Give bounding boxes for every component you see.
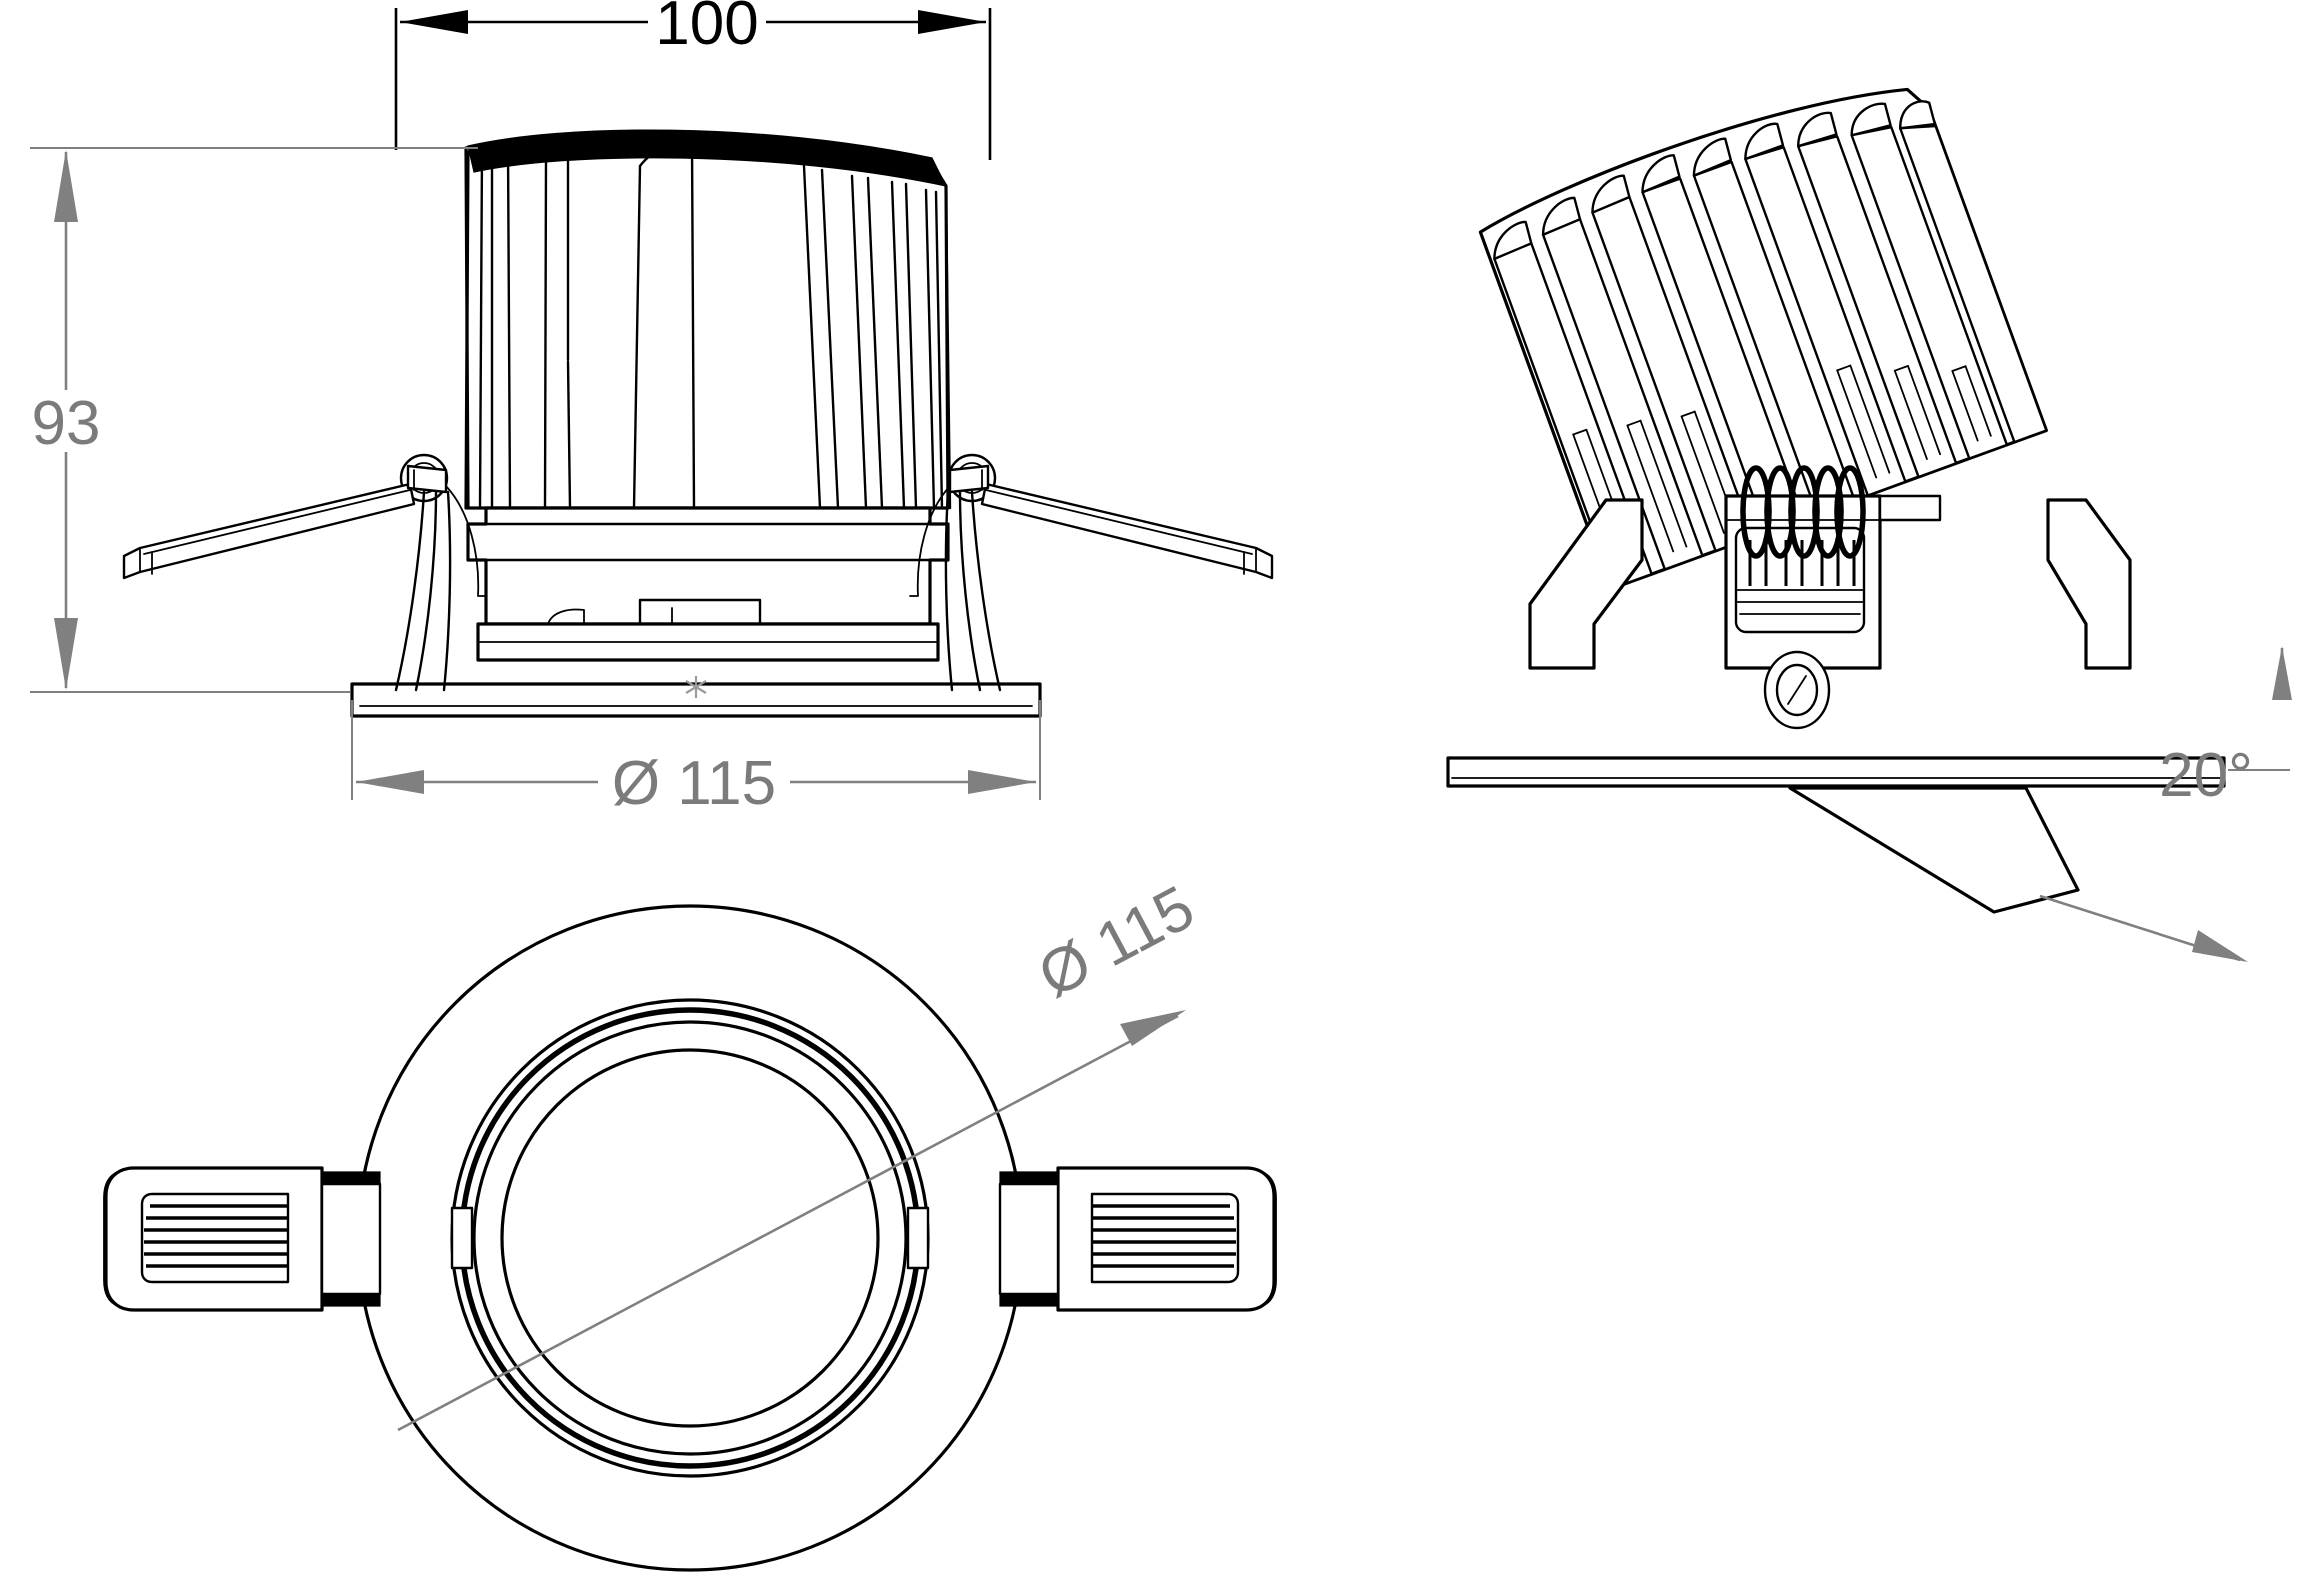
- spring-clip-plan-left: [103, 1166, 382, 1312]
- dimension-93-label: 93: [32, 389, 101, 458]
- trim-flange-side: [1446, 756, 2226, 788]
- spring-clip-right: [909, 453, 1274, 692]
- heatsink-body: [464, 129, 952, 510]
- dimension-100: 100: [400, 0, 986, 58]
- bottom-plan-view: Ø 115: [103, 873, 1277, 1572]
- spring-clip-plan-right: [998, 1166, 1277, 1312]
- dimension-100-label: 100: [655, 0, 758, 58]
- housing-collar: [466, 506, 950, 662]
- front-elevation-view: 100 93: [30, 0, 1274, 818]
- dimension-93: 93: [30, 147, 478, 693]
- centre-mark: [685, 676, 707, 698]
- dimension-d115-plan-label: Ø 115: [1028, 873, 1205, 1011]
- tilted-reflector-snout: [1788, 786, 2080, 914]
- locking-screw: [1763, 650, 1831, 730]
- dimension-20deg-label: 20°: [2159, 741, 2253, 810]
- tension-spring: [1734, 465, 1866, 634]
- spring-clip-left: [122, 453, 487, 692]
- ring-notches: [450, 1206, 930, 1270]
- dimension-d115-front-label: Ø 115: [612, 749, 776, 818]
- dimension-20deg: 20°: [2039, 646, 2292, 962]
- front-extension-lines: [394, 8, 992, 160]
- dimension-d115-front: Ø 115: [351, 700, 1041, 818]
- tilted-heatsink: [1478, 87, 2048, 591]
- clip-hatching: [144, 1204, 288, 1268]
- side-tilted-view: 20°: [1446, 87, 2292, 962]
